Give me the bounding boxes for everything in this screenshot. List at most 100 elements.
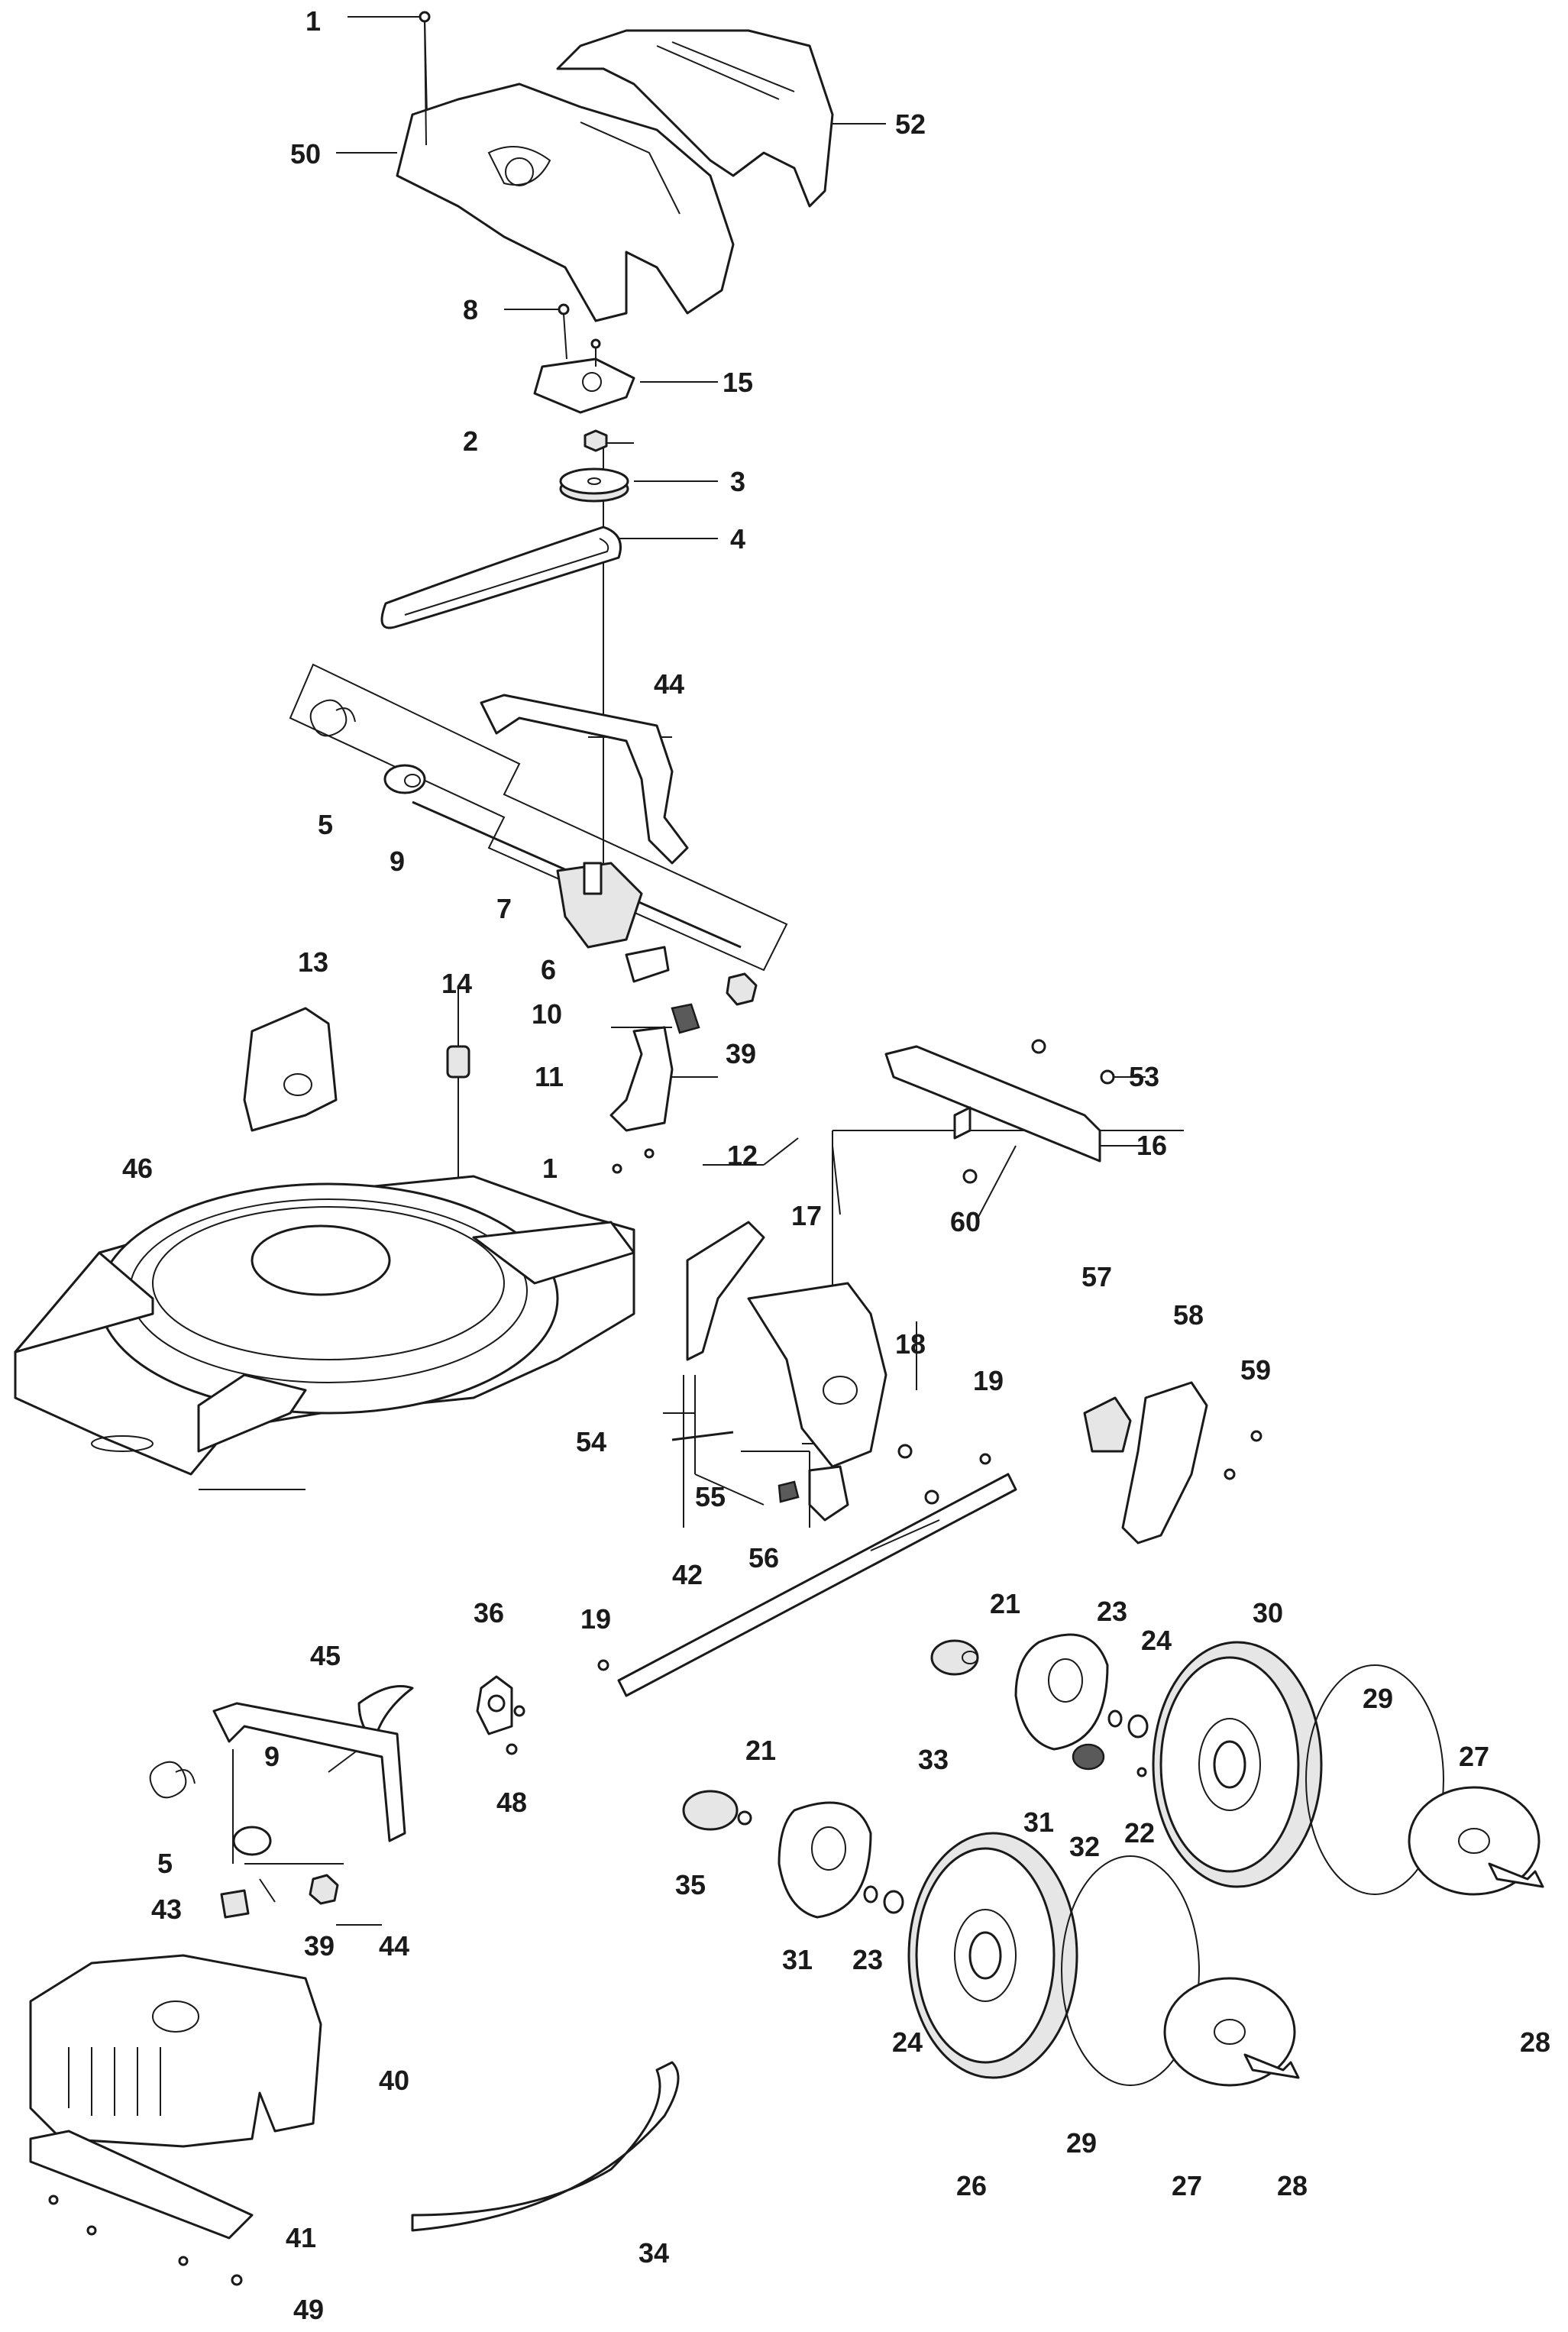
- callout-39-top: 39: [726, 1038, 756, 1069]
- bolt-28-upper: [1488, 1862, 1544, 1888]
- bearing-33: [930, 1639, 979, 1676]
- callout-29-upper: 29: [1363, 1683, 1393, 1714]
- washer-23-lower: [863, 1885, 878, 1903]
- clip-19-lower: [597, 1659, 609, 1671]
- height-lever-12: [686, 1221, 765, 1361]
- callout-14: 14: [441, 968, 472, 999]
- callout-23-lower: 23: [852, 1944, 883, 1975]
- callout-41: 41: [286, 2222, 316, 2253]
- callout-27-upper: 27: [1459, 1741, 1489, 1772]
- callout-60: 60: [950, 1206, 981, 1237]
- screws-48: [506, 1705, 525, 1755]
- callout-2: 2: [463, 425, 478, 457]
- bracket-13: [243, 1007, 338, 1132]
- callout-4: 4: [730, 523, 745, 555]
- callout-55: 55: [695, 1481, 726, 1512]
- rubber-strip-34: [411, 2061, 680, 2232]
- bracket-11: [609, 1026, 674, 1132]
- callout-21-lower: 21: [745, 1735, 776, 1766]
- callout-1-mid: 1: [542, 1153, 558, 1184]
- callout-11: 11: [535, 1061, 564, 1092]
- bushing-9-top: [383, 764, 426, 794]
- callout-32: 32: [1069, 1831, 1100, 1862]
- bolt-28-lower: [1243, 2053, 1300, 2079]
- callout-16: 16: [1136, 1130, 1167, 1161]
- callout-57: 57: [1081, 1261, 1112, 1292]
- upper-cover-50: [396, 82, 735, 322]
- callout-26: 26: [956, 2170, 987, 2201]
- callout-24-lower: 24: [892, 2026, 923, 2058]
- callout-39-bottom: 39: [304, 1930, 335, 1962]
- spring-5-top: [309, 699, 356, 737]
- callout-12: 12: [727, 1140, 758, 1171]
- callout-labels: 1 50 52 8 15 2 3 4 44 5 9 7 6 10 39 13 1…: [122, 5, 1550, 2325]
- bracket-17: [747, 1282, 887, 1468]
- bushing-9-bottom: [232, 1826, 272, 1856]
- ring-29-lower: [1061, 1855, 1200, 2086]
- callout-44-top: 44: [654, 668, 684, 700]
- screw-1-top: [419, 11, 431, 146]
- handle-bar-44-top: [480, 694, 689, 865]
- washer-23-upper: [1107, 1709, 1123, 1728]
- clip-43: [220, 1889, 250, 1919]
- callout-30: 30: [1253, 1597, 1283, 1629]
- bracket-36: [476, 1675, 513, 1735]
- callout-54: 54: [576, 1426, 606, 1457]
- screw-59: [1224, 1430, 1262, 1480]
- gearbox-6: [556, 862, 670, 983]
- callout-40: 40: [379, 2065, 409, 2096]
- axle-box-outline: [289, 663, 788, 972]
- callout-7: 7: [496, 893, 512, 924]
- drive-belt-4: [380, 526, 622, 629]
- callout-45: 45: [310, 1640, 341, 1671]
- callout-33: 33: [918, 1744, 949, 1775]
- gear-32: [1072, 1743, 1105, 1771]
- callout-29-lower: 29: [1066, 2127, 1097, 2159]
- hub-31-upper: [1014, 1633, 1109, 1751]
- cap-27-upper: [1408, 1786, 1541, 1896]
- screw-60: [962, 1169, 978, 1184]
- callout-46: 46: [122, 1153, 153, 1184]
- rail-16: [884, 1045, 1101, 1163]
- callout-9-top: 9: [390, 846, 405, 877]
- callout-17: 17: [791, 1200, 822, 1231]
- spring-10: [671, 1003, 700, 1034]
- screws-1-lower: [612, 1148, 655, 1174]
- callout-35: 35: [675, 1869, 706, 1900]
- wheel-26: [907, 1832, 1078, 2079]
- callout-31-lower: 31: [782, 1944, 813, 1975]
- callout-50: 50: [290, 138, 321, 170]
- callout-27-lower: 27: [1172, 2170, 1202, 2201]
- callout-21-upper: 21: [990, 1588, 1020, 1619]
- callout-42: 42: [672, 1559, 703, 1590]
- callout-48: 48: [496, 1787, 527, 1818]
- bearing-35: [682, 1790, 752, 1831]
- front-cover-40: [29, 1954, 322, 2148]
- callout-34: 34: [639, 2237, 669, 2269]
- screw-49: [48, 2195, 243, 2286]
- callout-28-lower: 28: [1277, 2170, 1308, 2201]
- callout-19-upper: 19: [973, 1365, 1004, 1396]
- spring-5-bottom: [149, 1761, 196, 1799]
- callout-58: 58: [1173, 1299, 1204, 1331]
- washer-22: [1136, 1767, 1147, 1777]
- callout-22: 22: [1124, 1817, 1155, 1848]
- ring-29-upper: [1305, 1664, 1444, 1895]
- callout-19-lower: 19: [580, 1603, 611, 1635]
- callout-9-bottom: 9: [264, 1741, 280, 1772]
- knob-57: [1083, 1396, 1132, 1453]
- cap-56: [808, 1465, 849, 1522]
- callout-49: 49: [293, 2294, 324, 2325]
- wheel-30: [1152, 1641, 1323, 1888]
- mower-deck-46: [14, 1175, 635, 1476]
- nut-2: [584, 429, 608, 452]
- grip-58: [1121, 1381, 1208, 1544]
- top-cover-52: [556, 29, 834, 208]
- callout-52: 52: [895, 108, 926, 140]
- spring-55: [778, 1480, 800, 1503]
- cap-27-lower: [1163, 1977, 1296, 2087]
- rod-42: [617, 1473, 1017, 1697]
- callout-5-top: 5: [318, 809, 333, 840]
- callout-13: 13: [298, 946, 328, 978]
